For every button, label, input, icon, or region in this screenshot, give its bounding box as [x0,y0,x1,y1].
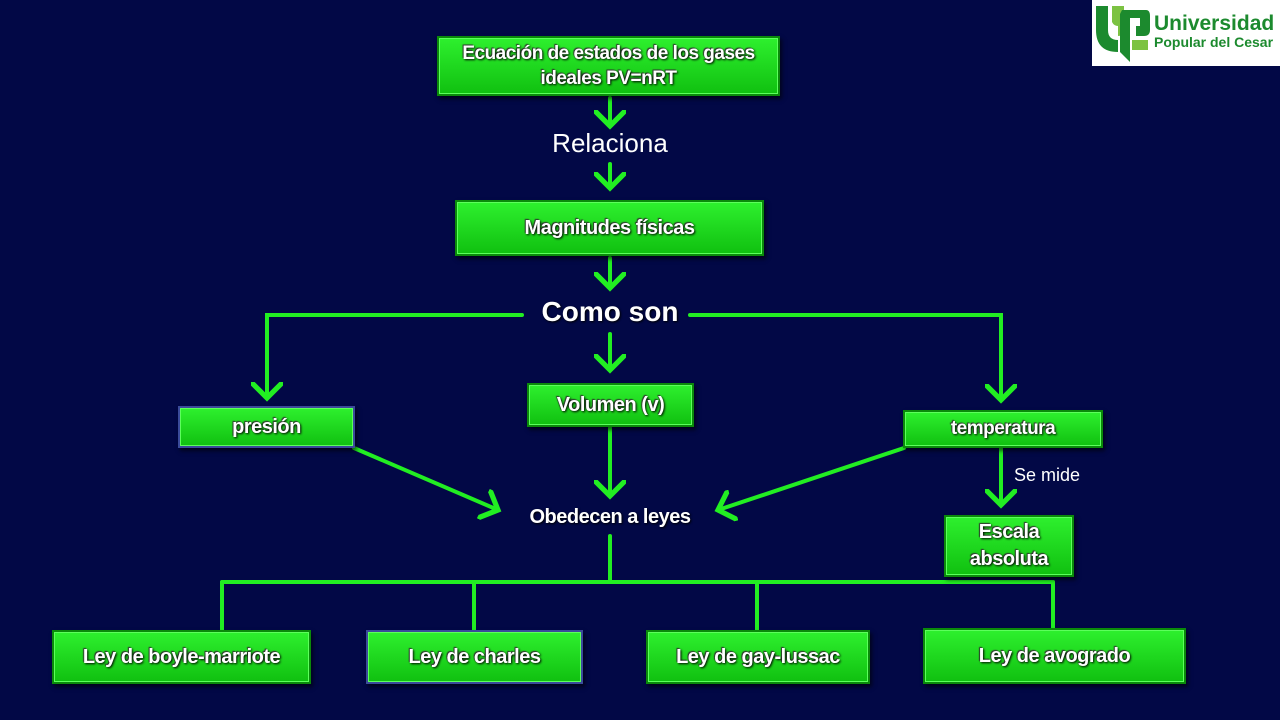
arrow-comoson-temperatura [688,313,1001,400]
gay-lussac-node: Ley de gay-lussac [646,630,870,684]
escala-node-label: Escala absoluta [969,521,1049,570]
volumen-node-label: Volumen (v) [556,393,665,416]
boyle-node: Ley de boyle-marriote [52,630,311,684]
relaciona-label: Relaciona [552,128,668,158]
avogrado-node: Ley de avogrado [923,628,1186,684]
obedecen-label: Obedecen a leyes [529,506,691,528]
avogrado-node-label: Ley de avogrado [978,644,1131,667]
magnitudes-node: Magnitudes físicas [455,200,764,256]
root-node-label: Ecuación de estados de los gases ideales… [462,43,755,89]
charles-node-label: Ley de charles [408,645,541,668]
up-logo-icon [1096,6,1150,62]
arrow-temperatura-obedecen [718,446,906,510]
temperatura-node-label: temperatura [950,418,1056,439]
presion-node-label: presión [232,415,301,438]
logo-subtitle: Popular del Cesar [1154,34,1274,50]
arrow-presion-obedecen [352,446,498,510]
gay-lussac-node-label: Ley de gay-lussac [676,645,840,668]
university-logo: Universidad Popular del Cesar [1092,0,1280,66]
escala-node: Escala absoluta [944,515,1074,577]
arrow-comoson-presion [267,313,524,398]
como-son-label: Como son [541,296,679,327]
charles-node: Ley de charles [366,630,583,684]
volumen-node: Volumen (v) [527,383,694,427]
boyle-node-label: Ley de boyle-marriote [82,645,281,668]
presion-node: presión [178,406,355,448]
magnitudes-node-label: Magnitudes físicas [524,216,695,239]
root-node: Ecuación de estados de los gases ideales… [437,36,780,96]
temperatura-node: temperatura [903,410,1103,448]
logo-title: Universidad [1154,12,1275,35]
se-mide-label: Se mide [1014,465,1081,485]
